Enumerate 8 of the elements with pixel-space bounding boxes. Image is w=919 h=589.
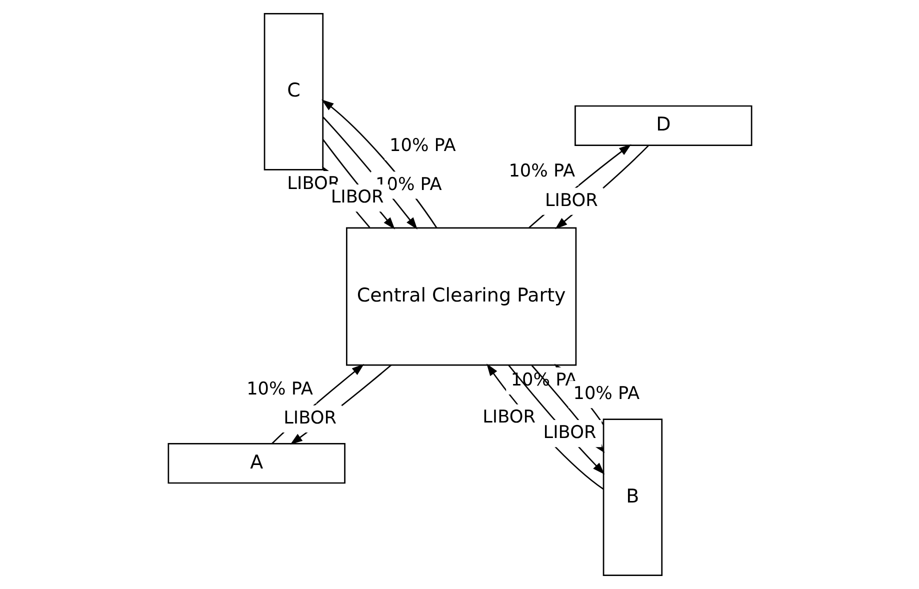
- edge-label: 10% PA: [572, 384, 640, 404]
- edge-label: LIBOR: [544, 190, 598, 211]
- edge-label: 10% PA: [389, 136, 456, 156]
- edge-label: LIBOR: [482, 408, 536, 428]
- edge-label: LIBOR: [283, 408, 336, 429]
- edge-label: LIBOR: [542, 423, 596, 444]
- edge-label: 10% PA: [246, 380, 312, 400]
- edge-label: 10% PA: [508, 162, 575, 182]
